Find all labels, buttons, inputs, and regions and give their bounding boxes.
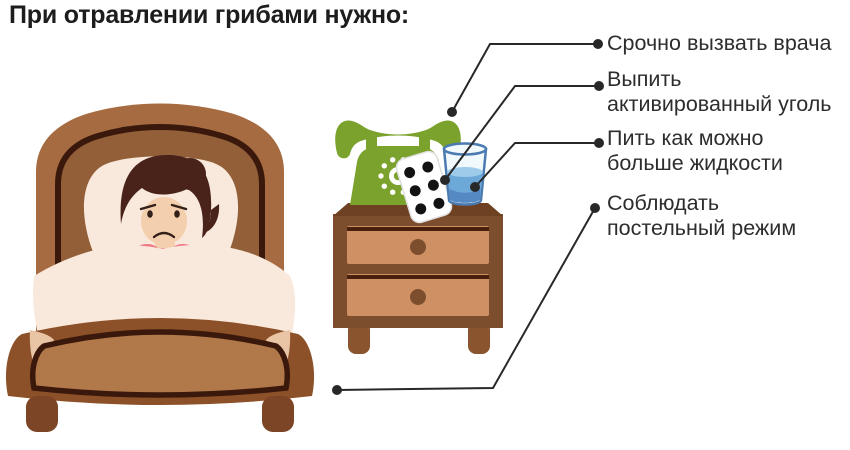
sick-woman-in-bed-icon [5,103,315,432]
connector-line-charcoal [440,81,604,185]
pill-blister-pack-icon [395,150,453,224]
label-call-doctor: Срочно вызвать врача [607,31,832,55]
label-liquids: Пить как можно больше жидкости [607,126,783,175]
label-bed-rest: Соблюдать постельный режим [607,191,797,240]
connector-line-liquids [470,138,604,192]
page-title: При отравлении грибами нужно: [9,1,410,29]
nightstand-icon [333,203,503,354]
glass-of-water-icon [442,142,488,206]
connector-line-call-doctor [447,39,603,117]
label-charcoal: Выпить активированный уголь [607,67,832,116]
connector-line-bed-rest [332,203,600,395]
